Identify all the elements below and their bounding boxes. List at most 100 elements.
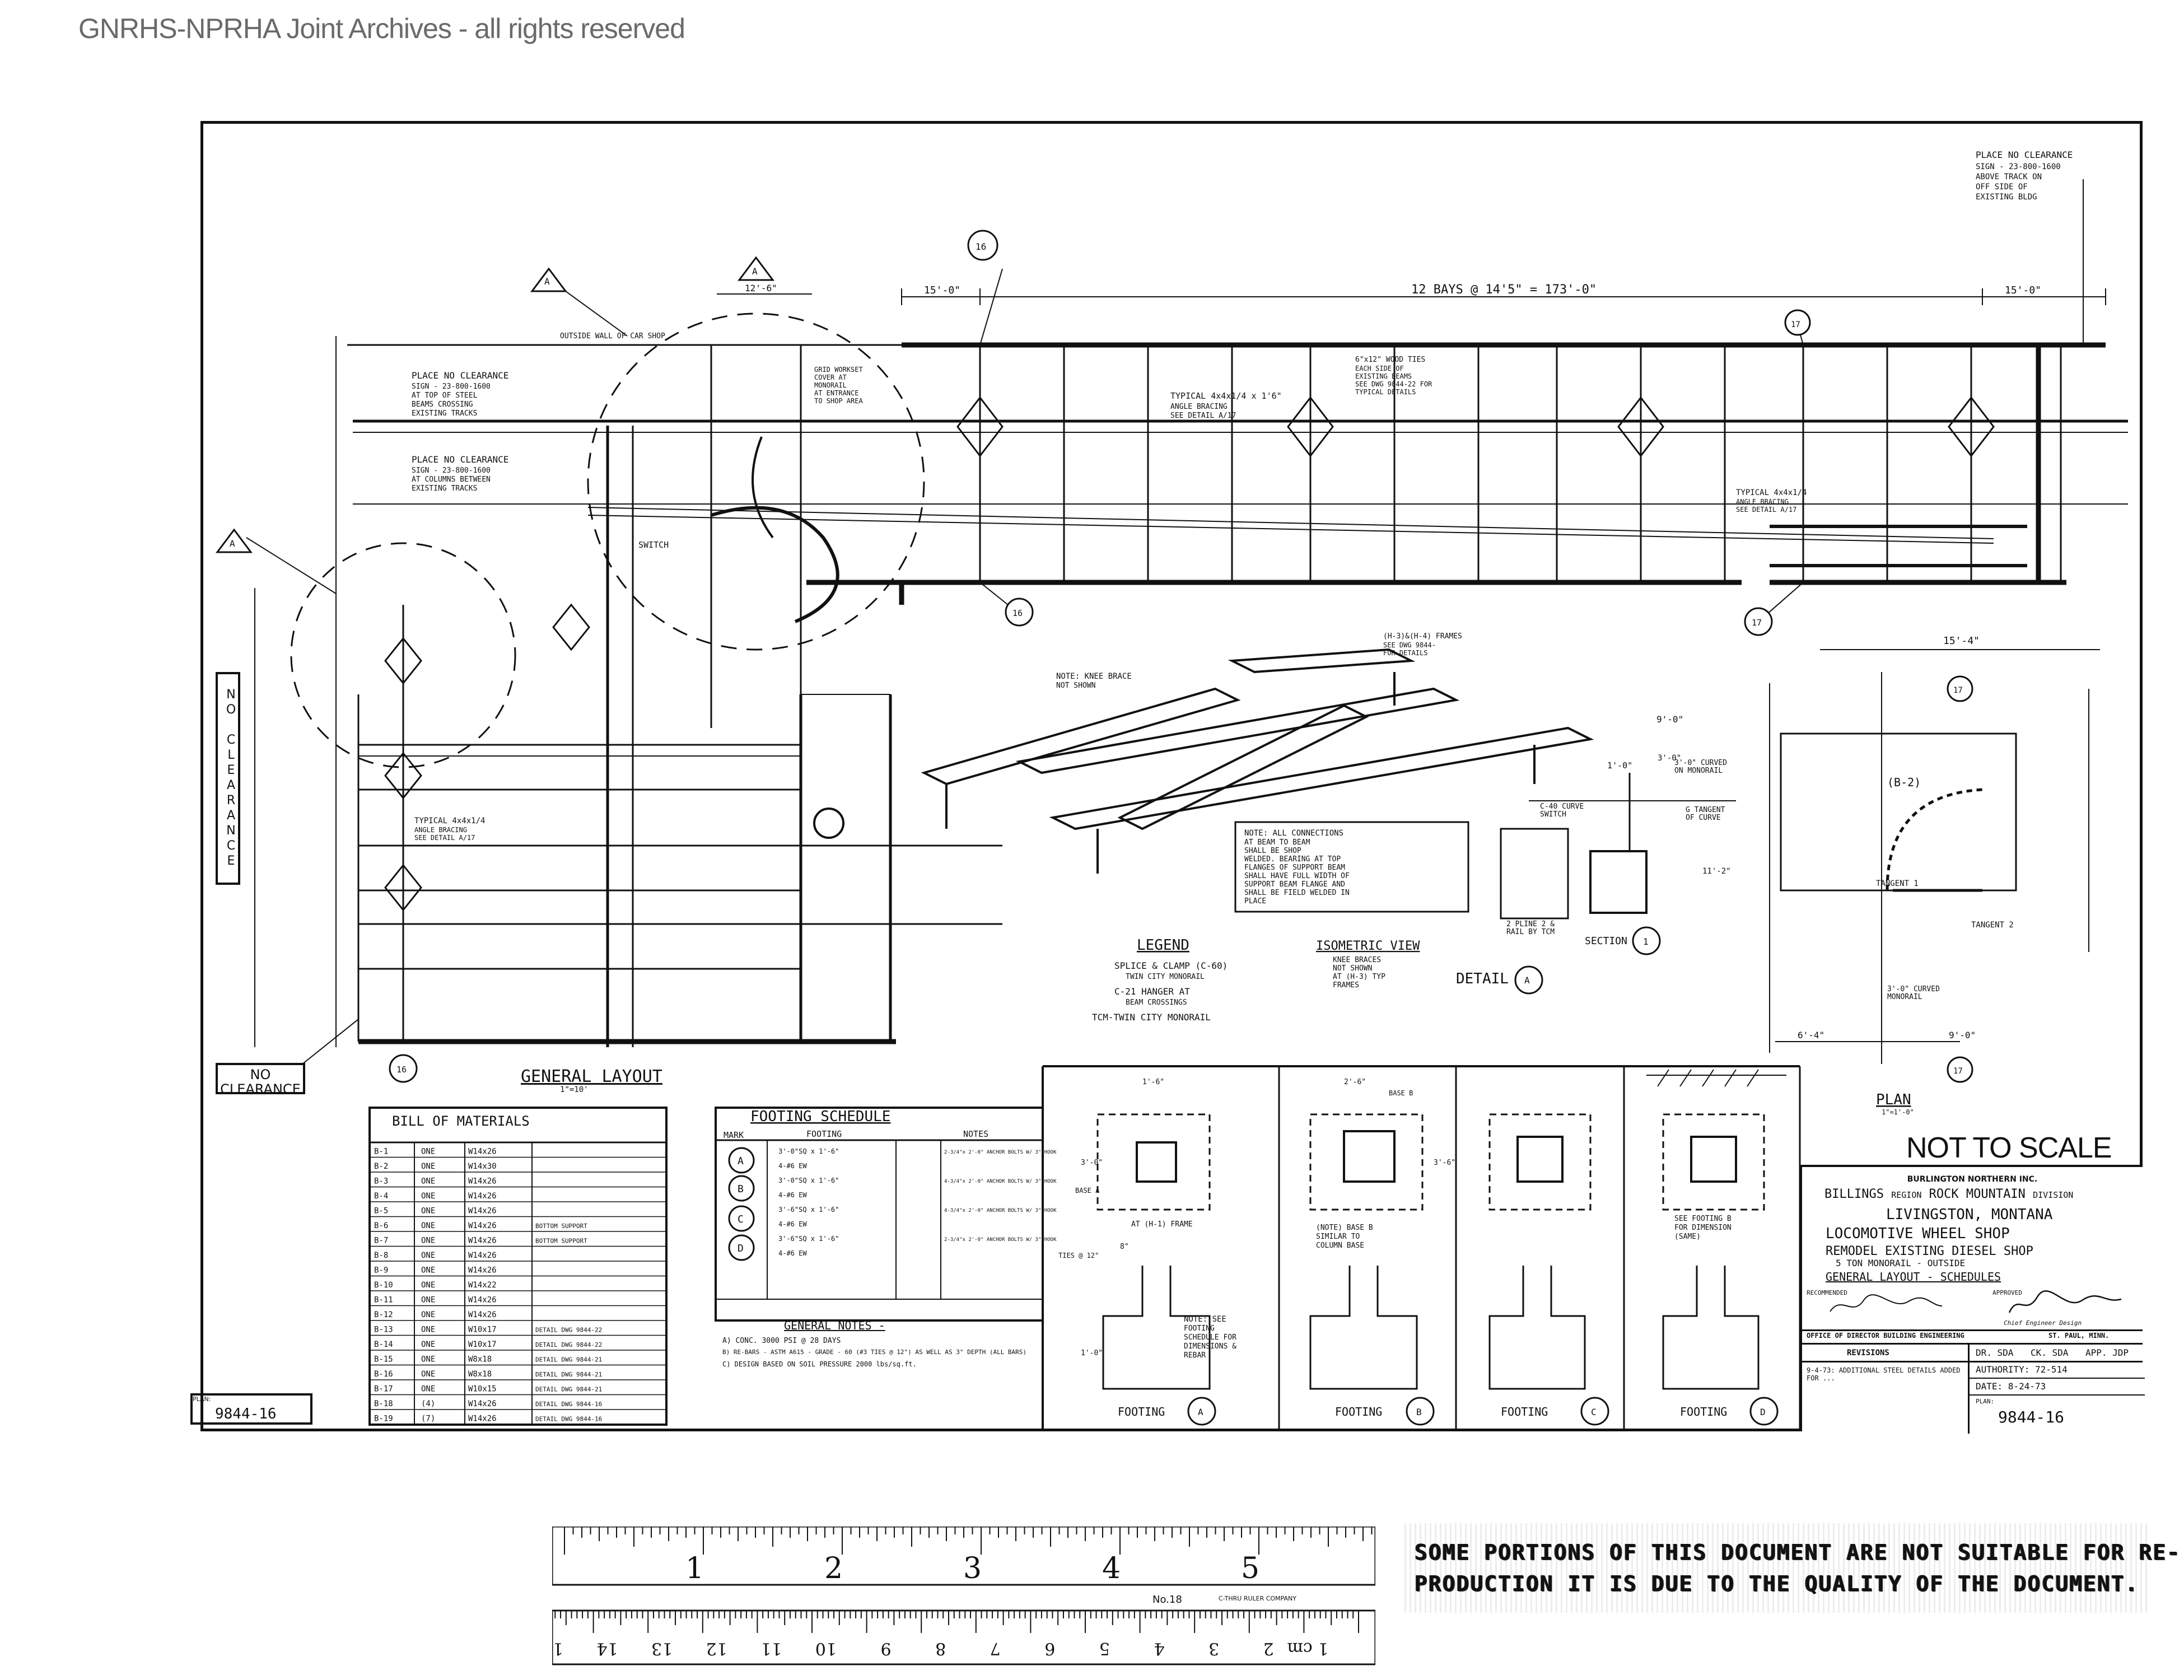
- footing-schedule-title: FOOTING SCHEDULE: [750, 1108, 890, 1125]
- footing-bars-a: 4-#6 EW: [778, 1162, 807, 1170]
- legend-item-2: C-21 HANGER AT: [1114, 986, 1190, 997]
- footing-dim-1: 2'-6": [1344, 1078, 1366, 1086]
- typical-angle-1-0: TYPICAL 4x4x1/4 x 1'6": [1170, 391, 1282, 401]
- footing-base-b: BASE B: [1389, 1089, 1413, 1097]
- bom-cell: ONE: [421, 1236, 435, 1245]
- archive-watermark: GNRHS-NPRHA Joint Archives - all rights …: [78, 13, 685, 44]
- reproduction-quality-stamp: SOME PORTIONS OF THIS DOCUMENT ARE NOT S…: [1404, 1523, 2180, 1613]
- callout-a-letter-2: A: [752, 266, 758, 277]
- bom-cell: BOTTOM SUPPORT: [535, 1222, 587, 1230]
- ruler-cm-label: 1 cm: [1287, 1639, 1329, 1658]
- drawing-sheet-border: [200, 121, 2143, 1431]
- bom-cell: (4): [421, 1399, 435, 1408]
- footing-note-a-4: REBAR: [1184, 1351, 1206, 1360]
- curved-monorail-0: 3'-0" CURVED: [1887, 985, 1940, 993]
- ruler-cm-label: 9: [881, 1639, 892, 1658]
- bom-cell: W14x26: [468, 1415, 497, 1424]
- footing-notes-c: 4-3/4"x 2'-0" ANCHOR BOLTS W/ 3" HOOK: [944, 1208, 1057, 1214]
- general-note-2: C) DESIGN BASED ON SOIL PRESSURE 2000 lb…: [722, 1360, 917, 1368]
- detail-label: DETAIL: [1456, 970, 1509, 987]
- callout-sheet-ref-7: 17: [1953, 686, 1963, 695]
- footing-col-mark: MARK: [724, 1130, 744, 1140]
- bom-cell: B-2: [374, 1162, 388, 1171]
- footing-c-letter: C: [1591, 1407, 1597, 1417]
- bom-cell: B-15: [374, 1355, 393, 1364]
- footing-d-label: FOOTING: [1680, 1405, 1727, 1418]
- location: LIVINGSTON, MONTANA: [1886, 1206, 2053, 1223]
- revision-1: 9-4-73: ADDITIONAL STEEL DETAILS ADDED F…: [1807, 1366, 1961, 1382]
- bom-cell: B-11: [374, 1296, 393, 1305]
- engineer-role: Chief Engineer Design: [2004, 1319, 2082, 1327]
- footing-base-a: BASE A: [1075, 1187, 1100, 1194]
- bom-cell: DETAIL DWG 9844-22: [535, 1327, 602, 1334]
- description-1: REMODEL EXISTING DIESEL SHOP: [1826, 1244, 2033, 1258]
- footing-dim-2: 3'-0": [1081, 1159, 1103, 1167]
- bom-cell: B-16: [374, 1370, 393, 1379]
- section-letter: 1: [1643, 936, 1649, 947]
- bom-cell: BOTTOM SUPPORT: [535, 1238, 587, 1245]
- typical-angle-left-0: TYPICAL 4x4x1/4: [414, 816, 485, 825]
- city-label: ST. PAUL, MINN.: [2048, 1332, 2110, 1340]
- bom-cell: B-7: [374, 1236, 388, 1245]
- typical-angle-2-1: ANGLE BRACING: [1736, 498, 1789, 506]
- approved-by: APP. JDP: [2085, 1347, 2129, 1358]
- bill-of-materials-title: BILL OF MATERIALS: [392, 1113, 530, 1129]
- ruler-cm-label: 6: [1044, 1639, 1055, 1658]
- section-dim-1: 1'-0": [1607, 760, 1632, 771]
- building-name: LOCOMOTIVE WHEEL SHOP: [1826, 1225, 2010, 1242]
- general-notes-title: GENERAL NOTES -: [784, 1319, 885, 1332]
- wood-ties-3: SEE DWG 9844-22 FOR: [1355, 380, 1432, 388]
- bom-cell: W14x26: [468, 1251, 497, 1260]
- footing-mark-d: D: [738, 1243, 744, 1254]
- connections-note-1: AT BEAM TO BEAM: [1244, 838, 1310, 847]
- footing-note-b-2: COLUMN BASE: [1316, 1242, 1364, 1250]
- knee-brace-note-1: NOT SHOWN: [1056, 682, 1095, 690]
- bom-cell: (7): [421, 1415, 435, 1424]
- ruler-cm-label: 10: [815, 1639, 837, 1658]
- region-name: BILLINGS: [1824, 1187, 1884, 1201]
- bom-cell: ONE: [421, 1251, 435, 1260]
- callout-a-letter-3: A: [230, 538, 235, 549]
- bom-cell: W14x26: [468, 1266, 497, 1275]
- place-no-clearance-b-2: AT COLUMNS BETWEEN: [412, 475, 491, 484]
- tangent-2: TANGENT 2: [1971, 921, 2014, 930]
- legend-item-3: BEAM CROSSINGS: [1126, 998, 1187, 1007]
- ruler-cm-label: 7: [990, 1639, 1001, 1658]
- isometric-title: ISOMETRIC VIEW: [1316, 939, 1420, 953]
- ruler-cm-label: 15: [552, 1639, 563, 1658]
- footing-dim-4: 1'-0": [1081, 1349, 1103, 1357]
- plan-dim-top: 15'-4": [1943, 635, 1980, 647]
- legend-item-4: TCM-TWIN CITY MONORAIL: [1092, 1012, 1211, 1023]
- footing-bars-b: 4-#6 EW: [778, 1191, 807, 1199]
- isometric-note-0: KNEE BRACES: [1333, 956, 1381, 964]
- legend-item-1: TWIN CITY MONORAIL: [1126, 973, 1205, 981]
- connections-note-6: SUPPORT BEAM FLANGE AND: [1244, 880, 1345, 889]
- bom-cell: B-10: [374, 1281, 393, 1290]
- office-label: OFFICE OF DIRECTOR BUILDING ENGINEERING: [1807, 1332, 1964, 1340]
- isometric-note-2: AT (H-3) TYP: [1333, 973, 1385, 981]
- bom-cell: B-9: [374, 1266, 388, 1275]
- connections-note-8: PLACE: [1244, 897, 1266, 906]
- footing-notes-b: 4-3/4"x 2'-0" ANCHOR BOLTS W/ 3" HOOK: [944, 1179, 1057, 1184]
- callout-sheet-ref-1: 16: [976, 241, 986, 252]
- callout-a-letter-1: A: [544, 276, 550, 287]
- curved-monorail-1: MONORAIL: [1887, 993, 1922, 1001]
- rail-note-1: RAIL BY TCM: [1506, 928, 1555, 936]
- footing-bars-c: 4-#6 EW: [778, 1220, 807, 1228]
- bom-cell: DETAIL DWG 9844-21: [535, 1356, 602, 1364]
- region-line: BILLINGS REGION ROCK MOUNTAIN DIVISION: [1824, 1187, 2073, 1201]
- bom-cell: W14x26: [468, 1221, 497, 1230]
- ruler-cm-label: 14: [596, 1639, 618, 1658]
- switch-label: SWITCH: [638, 540, 669, 550]
- section-label: SECTION: [1585, 935, 1627, 947]
- section-dim-3: 11'-2": [1702, 867, 1731, 876]
- callout-sheet-ref-3: 16: [1012, 608, 1023, 618]
- authority: AUTHORITY: 72-514: [1976, 1364, 2068, 1375]
- bom-cell: B-3: [374, 1177, 388, 1186]
- footing-size-b: 3'-0"SQ x 1'-6": [778, 1177, 839, 1184]
- curved-note-0: 3'-0" CURVED: [1674, 759, 1727, 767]
- bom-cell: B-12: [374, 1310, 393, 1319]
- place-no-clearance-b-1: SIGN - 23-800-1600: [412, 466, 491, 475]
- bom-cell: ONE: [421, 1340, 435, 1349]
